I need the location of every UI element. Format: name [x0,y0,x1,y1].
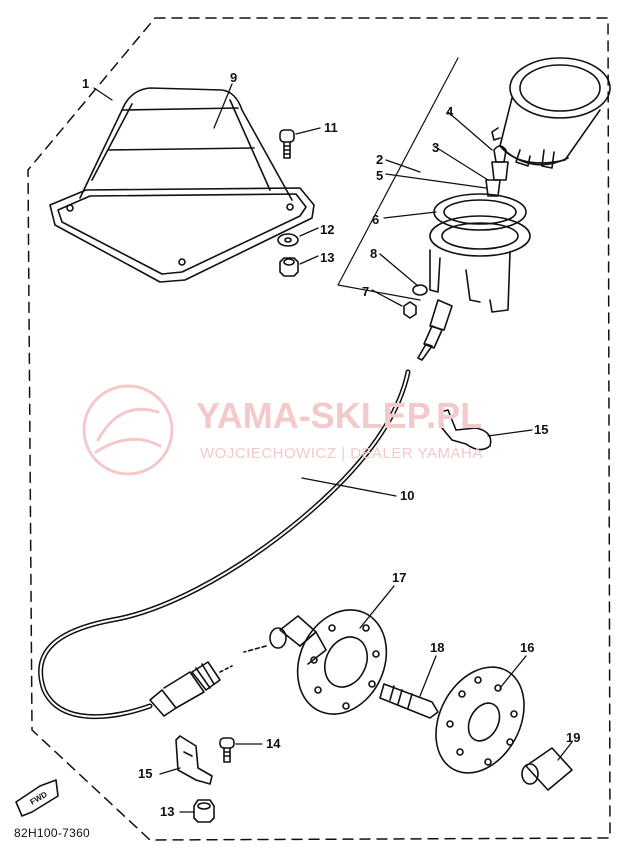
callout-7: 7 [362,284,369,299]
cable-upper-connector [417,299,453,361]
watermark-subtitle: WOJCIECHOWICZ | DEALER YAMAHA [200,445,483,462]
callout-1: 1 [82,76,89,91]
subassembly-bracket [337,57,459,301]
callout-15-lower: 15 [138,766,152,781]
callout-8: 8 [370,246,377,261]
clamp-part-15-lower [175,735,213,785]
callout-6: 6 [372,212,379,227]
callout-2: 2 [376,152,383,167]
cable-lower-connector [149,661,233,717]
meter-bracket [429,249,511,313]
bulb-part-4 [491,145,509,181]
nut-part-7 [403,301,417,319]
nut-part-13-lower [193,799,215,823]
callout-16: 16 [520,640,534,655]
watermark-title: YAMA-SKLEP.PL [196,395,482,436]
washer-part-12 [277,233,299,247]
callout-13-upper: 13 [320,250,334,265]
callout-18: 18 [430,640,444,655]
bolt-part-11 [279,129,295,159]
pin-part-18 [379,683,439,719]
callout-15-upper: 15 [534,422,548,437]
callout-13-lower: 13 [160,804,174,819]
callout-9: 9 [230,70,237,85]
fwd-arrow-icon [15,779,59,817]
callout-11: 11 [324,120,338,135]
speedometer-meter [491,57,611,169]
ring-part-6 [429,193,531,257]
assembly-boundary [27,17,611,841]
callout-19: 19 [566,730,580,745]
collar-part-19 [521,747,573,791]
clamp-part-15-upper [439,409,492,451]
leader-lines [93,83,573,813]
callout-12: 12 [320,222,334,237]
bolt-part-14 [219,737,235,763]
callout-4: 4 [446,104,454,119]
nut-part-13-upper [279,257,299,277]
callout-5: 5 [376,168,383,183]
callout-10: 10 [400,488,414,503]
diagram-code: 82H100-7360 [14,826,91,840]
callout-17: 17 [392,570,406,585]
grommet-part-8 [412,284,428,296]
callout-14: 14 [266,736,281,751]
callout-3: 3 [432,140,439,155]
gear-unit-part-17 [243,609,388,715]
drive-plate-part-16 [435,666,525,774]
cover-part-9 [49,87,315,283]
watermark-logo [82,384,174,476]
